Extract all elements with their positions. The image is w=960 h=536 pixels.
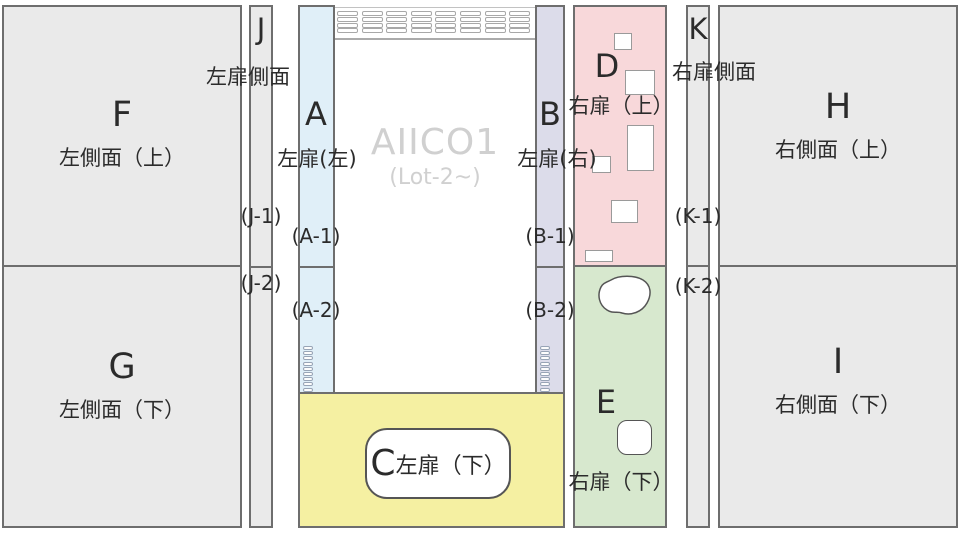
panel-i-caption: 右側面（下） — [775, 393, 901, 417]
strip-k — [686, 5, 710, 528]
strip-a-divider — [298, 266, 335, 268]
label-a2: (A-2) — [291, 298, 341, 322]
panel-h: H 右側面（上） — [718, 5, 958, 267]
label-k2: (K-2) — [674, 274, 722, 298]
strip-k-caption: 右扉側面 — [672, 60, 756, 84]
panel-f-caption: 左側面（上） — [59, 146, 185, 170]
hinge-pattern-a — [303, 346, 314, 393]
label-j2: (J-2) — [240, 271, 282, 295]
panel-i-letter: I — [832, 342, 844, 382]
panel-c-plate: C 左扉（下） — [365, 428, 511, 499]
panel-g-caption: 左側面（下） — [59, 398, 185, 422]
label-k1: (K-1) — [674, 204, 722, 228]
strip-j-caption: 左扉側面 — [206, 65, 290, 89]
panel-e-caption: 右扉（下） — [568, 470, 674, 494]
panel-c: C 左扉（下） — [298, 392, 565, 528]
strip-j — [249, 5, 273, 528]
panel-h-letter: H — [824, 87, 852, 127]
strip-j-divider — [249, 266, 273, 268]
label-j1: (J-1) — [240, 204, 282, 228]
label-b1: (B-1) — [525, 224, 575, 248]
label-b2: (B-2) — [525, 298, 575, 322]
panel-g: G 左側面（下） — [2, 265, 242, 528]
panel-d-caption: 右扉（上） — [568, 94, 674, 118]
cutout-d3 — [627, 125, 654, 171]
watermark-model: AIICO1 — [370, 122, 500, 163]
cutout-d4 — [592, 156, 611, 173]
cutout-d5 — [611, 200, 638, 223]
cutout-d2 — [625, 70, 655, 95]
strip-k-divider — [686, 265, 710, 267]
panel-h-caption: 右側面（上） — [775, 138, 901, 162]
panel-d-letter: D — [594, 47, 620, 85]
watermark-lot: (Lot-2~) — [389, 165, 481, 190]
strip-a — [298, 5, 335, 394]
panel-f: F 左側面（上） — [2, 5, 242, 267]
panel-d — [573, 5, 667, 267]
strip-b-caption: 左扉(右) — [517, 147, 597, 171]
hinge-pattern-b — [540, 346, 551, 393]
grille-top-line — [335, 7, 535, 8]
watermark: AIICO1 (Lot-2~) — [335, 122, 535, 190]
cutout-d6 — [585, 250, 613, 262]
grille-base-line — [335, 38, 535, 40]
vent-grille — [337, 11, 533, 34]
label-a1: (A-1) — [291, 224, 341, 248]
panel-e-letter: E — [595, 383, 617, 421]
panel-c-caption: 左扉（下） — [395, 453, 506, 479]
strip-b — [535, 5, 565, 394]
strip-a-caption: 左扉(左) — [277, 147, 357, 171]
cutout-d1 — [614, 33, 632, 50]
cutout-e-square — [617, 420, 652, 455]
panel-f-letter: F — [111, 95, 133, 135]
strip-j-letter: J — [256, 12, 266, 46]
panel-e — [573, 265, 667, 528]
panel-c-letter: C — [370, 443, 396, 484]
strip-b-divider — [535, 266, 565, 268]
strip-a-letter: A — [305, 95, 327, 133]
panel-g-letter: G — [108, 347, 136, 387]
strip-k-letter: K — [688, 12, 708, 46]
panel-i: I 右側面（下） — [718, 265, 958, 528]
strip-b-letter: B — [539, 95, 561, 133]
cutout-e-blob — [598, 275, 651, 315]
